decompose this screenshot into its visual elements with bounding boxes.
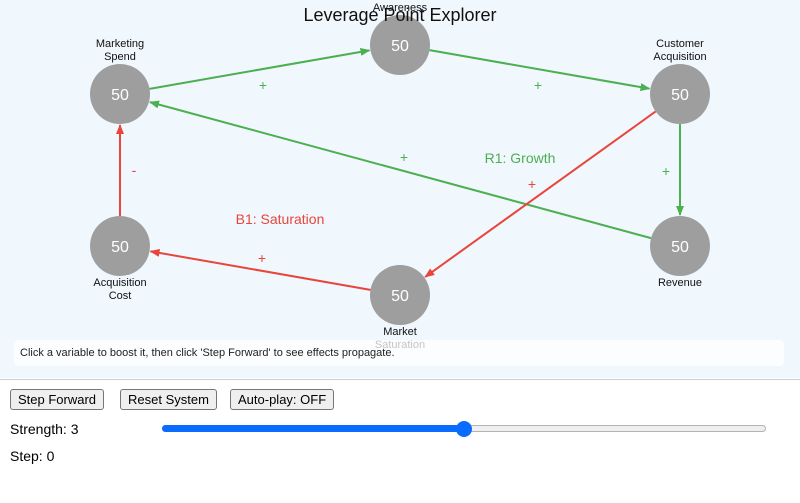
node-label-cost: Acquisition <box>93 277 146 289</box>
node-label-customer: Acquisition <box>653 51 706 63</box>
node-circle-marketing[interactable] <box>90 64 150 124</box>
strength-slider-thumb[interactable] <box>456 421 472 437</box>
edge-awareness-to-customer <box>429 49 651 92</box>
edge-marketing-to-awareness <box>149 47 371 90</box>
node-circle-awareness[interactable] <box>370 15 430 75</box>
node-label-awareness: Awareness <box>373 2 428 14</box>
node-value-marketing: 50 <box>111 87 129 104</box>
node-label-customer: Customer <box>656 38 704 50</box>
edge-customer-to-saturation <box>424 110 657 278</box>
node-awareness[interactable]: 50 Awareness <box>370 2 430 75</box>
strength-slider[interactable] <box>162 420 766 438</box>
node-value-revenue: 50 <box>671 239 689 256</box>
edge-sign-customer-to-saturation: + <box>528 176 536 192</box>
node-value-customer: 50 <box>671 87 689 104</box>
node-value-cost: 50 <box>111 239 129 256</box>
loop-label-growth: R1: Growth <box>485 150 556 166</box>
step-forward-button[interactable]: Step Forward <box>10 389 105 410</box>
edge-sign-saturation-to-cost: + <box>258 250 266 266</box>
node-label-marketing: Spend <box>104 51 136 63</box>
node-circle-saturation[interactable] <box>370 265 430 325</box>
edge-sign-revenue-to-marketing: + <box>400 149 408 165</box>
strength-slider-fill <box>162 425 464 432</box>
control-panel: Step Forward Reset System Auto-play: OFF… <box>0 379 800 503</box>
edge-saturation-to-cost <box>149 248 371 291</box>
node-label-revenue: Revenue <box>658 277 702 289</box>
node-label-marketing: Marketing <box>96 38 144 50</box>
edge-sign-customer-to-revenue: + <box>662 163 670 179</box>
node-circle-customer[interactable] <box>650 64 710 124</box>
page-title: Leverage Point Explorer <box>303 5 496 25</box>
node-saturation[interactable]: 50MarketSaturation <box>370 265 430 351</box>
node-circle-revenue[interactable] <box>650 216 710 276</box>
edge-revenue-to-marketing <box>148 100 652 240</box>
loop-label-saturation: B1: Saturation <box>236 211 325 227</box>
autoplay-toggle-button[interactable]: Auto-play: OFF <box>230 389 335 410</box>
edge-sign-marketing-to-awareness: + <box>259 77 267 93</box>
strength-label: Strength: 3 <box>10 421 79 437</box>
step-counter: Step: 0 <box>10 448 55 464</box>
reset-system-button[interactable]: Reset System <box>120 389 217 410</box>
node-label-cost: Cost <box>109 290 132 302</box>
instructions-text: Click a variable to boost it, then click… <box>14 340 784 366</box>
node-label-saturation: Market <box>383 326 417 338</box>
edge-sign-awareness-to-customer: + <box>534 77 542 93</box>
node-value-awareness: 50 <box>391 38 409 55</box>
edge-sign-cost-to-marketing: - <box>132 162 137 178</box>
node-value-saturation: 50 <box>391 288 409 305</box>
node-circle-cost[interactable] <box>90 216 150 276</box>
